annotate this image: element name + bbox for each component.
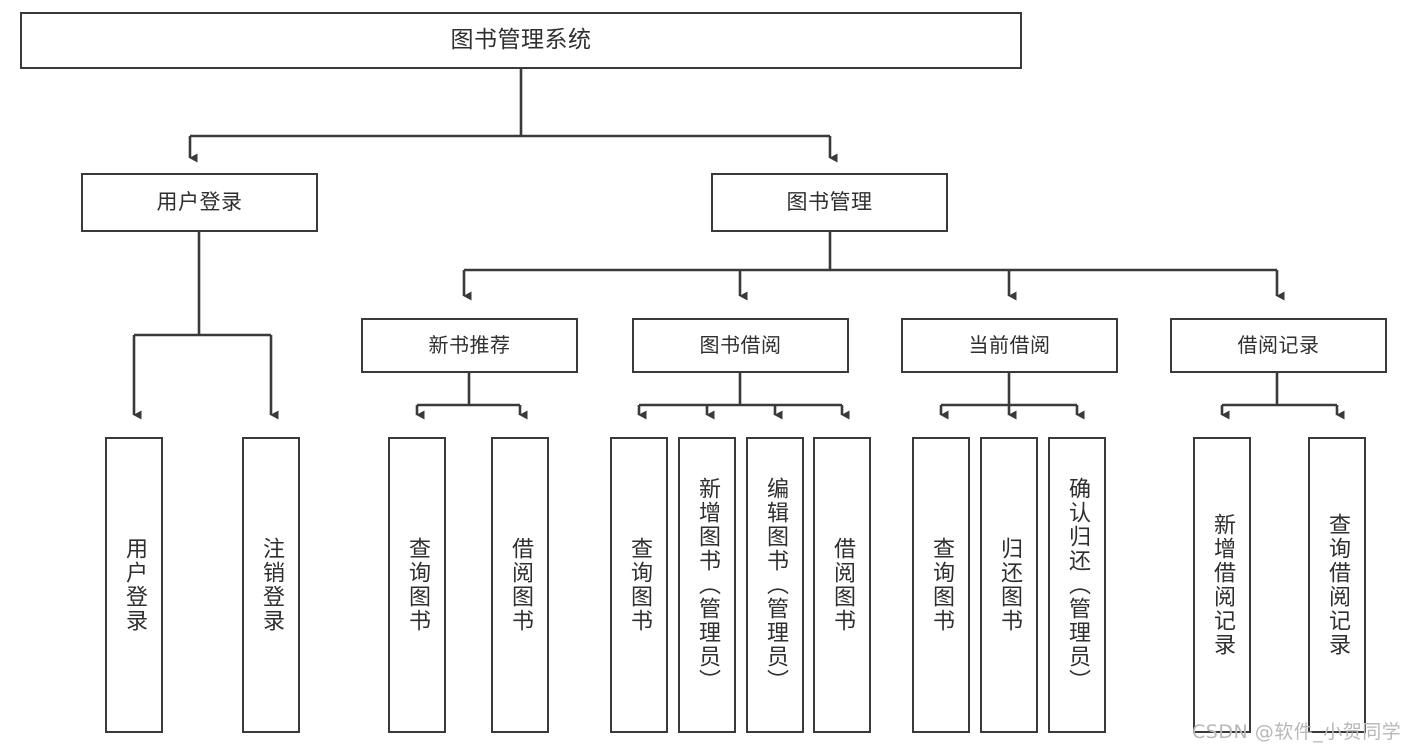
node-new-book-recommendation[interactable]: 新书推荐	[361, 318, 578, 373]
node-label: 注销登录	[258, 537, 284, 633]
node-label: 用户登录	[156, 190, 243, 215]
node-label: 确认归还（管理员）	[1064, 477, 1090, 693]
node-book-borrowing[interactable]: 图书借阅	[632, 318, 849, 373]
node-label: 查询图书	[404, 537, 430, 633]
leaf-records-query-record[interactable]: 查询借阅记录	[1308, 437, 1366, 733]
leaf-borrow-borrow-books[interactable]: 借阅图书	[813, 437, 871, 733]
node-book-management[interactable]: 图书管理	[711, 173, 948, 232]
leaf-new-book-query-books[interactable]: 查询图书	[388, 437, 446, 733]
node-label: 新增借阅记录	[1209, 513, 1235, 657]
node-label: 图书借阅	[699, 332, 782, 357]
node-label: 借阅图书	[829, 537, 855, 633]
node-label: 新增图书（管理员）	[694, 477, 720, 693]
node-borrow-records[interactable]: 借阅记录	[1170, 318, 1387, 373]
node-current-borrowing[interactable]: 当前借阅	[901, 318, 1118, 373]
node-label: 查询图书	[928, 537, 954, 633]
node-label: 查询借阅记录	[1324, 513, 1350, 657]
node-user-login[interactable]: 用户登录	[81, 173, 318, 232]
leaf-user-login-signin[interactable]: 用户登录	[105, 437, 163, 733]
leaf-current-confirm-return-admin[interactable]: 确认归还（管理员）	[1048, 437, 1106, 733]
leaf-current-return-books[interactable]: 归还图书	[980, 437, 1038, 733]
node-label: 借阅图书	[507, 537, 533, 633]
node-label: 新书推荐	[428, 332, 511, 357]
node-root-book-management-system[interactable]: 图书管理系统	[20, 12, 1022, 69]
node-label: 当前借阅	[968, 332, 1051, 357]
leaf-new-book-borrow-books[interactable]: 借阅图书	[491, 437, 549, 733]
watermark-text: CSDN @软件_小贺同学	[1192, 721, 1402, 743]
leaf-borrow-query-books[interactable]: 查询图书	[610, 437, 668, 733]
leaf-current-query-books[interactable]: 查询图书	[912, 437, 970, 733]
node-label: 编辑图书（管理员）	[762, 477, 788, 693]
leaf-records-add-record[interactable]: 新增借阅记录	[1193, 437, 1251, 733]
node-label: 归还图书	[996, 537, 1022, 633]
leaf-user-login-signout[interactable]: 注销登录	[242, 437, 300, 733]
leaf-borrow-add-book-admin[interactable]: 新增图书（管理员）	[678, 437, 736, 733]
node-label: 图书管理系统	[450, 26, 592, 53]
leaf-borrow-edit-book-admin[interactable]: 编辑图书（管理员）	[746, 437, 804, 733]
node-label: 借阅记录	[1237, 332, 1320, 357]
node-label: 查询图书	[626, 537, 652, 633]
node-label: 图书管理	[786, 190, 873, 215]
node-label: 用户登录	[121, 537, 147, 633]
